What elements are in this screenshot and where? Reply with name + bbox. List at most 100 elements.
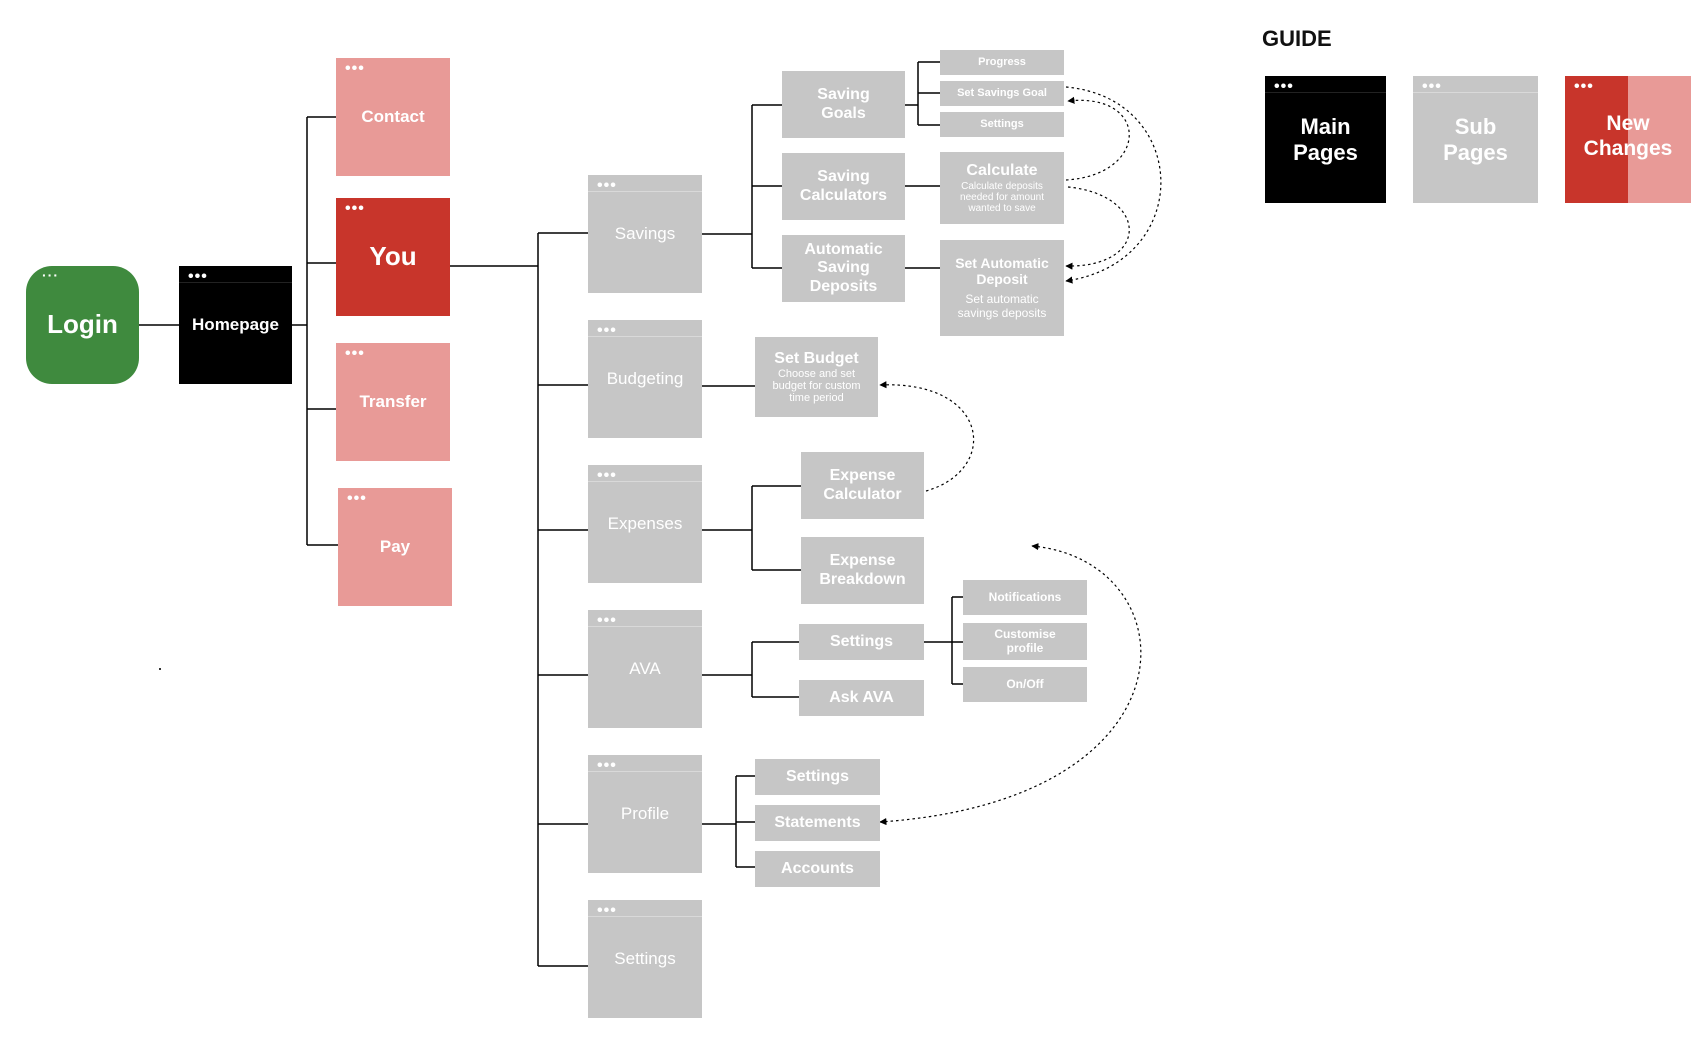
node-label: Settings — [980, 118, 1024, 131]
settings-node[interactable]: ••• Settings — [588, 900, 702, 1018]
window-dots-icon: ••• — [597, 902, 617, 919]
link-expenses-subpages — [702, 485, 801, 571]
node-label: Progress — [978, 56, 1026, 69]
node-label: Set Savings Goal — [957, 87, 1047, 100]
guide-sub-pages: ••• Sub Pages — [1413, 76, 1538, 203]
budgeting-node[interactable]: ••• Budgeting — [588, 320, 702, 438]
node-label: Homepage — [192, 315, 279, 335]
notifications-node[interactable]: Notifications — [963, 580, 1087, 615]
on-off-node[interactable]: On/Off — [963, 667, 1087, 702]
node-label: Login — [47, 309, 118, 340]
ava-node[interactable]: ••• AVA — [588, 610, 702, 728]
you-node[interactable]: ••• You — [336, 198, 450, 316]
node-label: Expense Breakdown — [819, 552, 906, 588]
window-dots-icon: ••• — [597, 177, 617, 194]
window-dots-icon: ••• — [345, 60, 365, 77]
window-dots-icon: ••• — [347, 490, 367, 507]
node-label: Statements — [774, 813, 861, 831]
window-dots-icon: ••• — [597, 612, 617, 629]
node-label: You — [369, 241, 417, 272]
link-ava-subpages — [702, 641, 799, 698]
window-dots-icon: ••• — [188, 268, 208, 285]
link-avasettings-leaves — [924, 596, 963, 685]
node-title: Calculate — [966, 162, 1038, 180]
node-label: Saving Goals — [817, 86, 870, 122]
accounts-node[interactable]: Accounts — [755, 851, 880, 887]
window-header — [179, 266, 292, 283]
node-label: Accounts — [781, 859, 854, 877]
guide-label: Main Pages — [1293, 114, 1358, 165]
node-label: Transfer — [359, 392, 427, 412]
node-label: On/Off — [1006, 676, 1044, 691]
homepage-node[interactable]: ••• Homepage — [179, 266, 292, 384]
node-label: Profile — [620, 804, 670, 824]
window-dots-icon: ••• — [597, 322, 617, 339]
window-header — [588, 755, 702, 772]
calculate-node[interactable]: Calculate Calculate deposits needed for … — [940, 152, 1064, 224]
window-dots-icon: ••• — [1422, 78, 1442, 95]
set-automatic-deposit-node[interactable]: Set Automatic Deposit Set automatic savi… — [940, 240, 1064, 336]
window-dots-icon: ••• — [345, 200, 365, 217]
node-label: Expense Calculator — [823, 467, 902, 503]
contact-node[interactable]: ••• Contact — [336, 58, 450, 176]
guide-label: Sub Pages — [1443, 114, 1508, 165]
stray-dot — [159, 668, 161, 670]
window-dots-icon: ••• — [1574, 78, 1594, 95]
automatic-saving-deposits-node[interactable]: Automatic Saving Deposits — [782, 235, 905, 302]
node-description: Choose and set budget for custom time pe… — [772, 368, 861, 405]
node-label: Budgeting — [606, 369, 684, 389]
window-dots-icon: ••• — [597, 467, 617, 484]
progress-node[interactable]: Progress — [940, 50, 1064, 75]
node-title: Set Budget — [774, 349, 859, 367]
ask-ava-node[interactable]: Ask AVA — [799, 680, 924, 716]
customise-profile-node[interactable]: Customise profile — [963, 623, 1087, 660]
node-label: Savings — [614, 224, 676, 244]
node-label: Contact — [361, 107, 425, 127]
node-label: Expenses — [607, 514, 683, 534]
dashed-goal-to-deposit — [1065, 86, 1162, 284]
saving-goals-node[interactable]: Saving Goals — [782, 71, 905, 138]
node-label: AVA — [629, 659, 661, 679]
window-header — [588, 320, 702, 337]
node-label: Settings — [614, 949, 676, 969]
node-label: Ask AVA — [829, 688, 894, 706]
dashed-calculate-to-goal — [1065, 96, 1130, 181]
window-dots-icon: ••• — [597, 757, 617, 774]
node-label: Saving Calculators — [799, 168, 888, 204]
expense-breakdown-node[interactable]: Expense Breakdown — [801, 537, 924, 604]
profile-settings-node[interactable]: Settings — [755, 759, 880, 795]
ava-settings-node[interactable]: Settings — [799, 624, 924, 660]
window-header — [588, 465, 702, 482]
login-node[interactable]: ··· Login — [26, 266, 139, 384]
savings-node[interactable]: ••• Savings — [588, 175, 702, 293]
pay-node[interactable]: ••• Pay — [338, 488, 452, 606]
window-header — [588, 610, 702, 627]
expense-calculator-node[interactable]: Expense Calculator — [801, 452, 924, 519]
expenses-node[interactable]: ••• Expenses — [588, 465, 702, 583]
transfer-node[interactable]: ••• Transfer — [336, 343, 450, 461]
link-you-sections — [450, 232, 588, 967]
window-header — [1413, 76, 1538, 93]
window-dots-icon: ··· — [42, 267, 59, 283]
node-label: Pay — [379, 537, 411, 557]
saving-calculators-node[interactable]: Saving Calculators — [782, 153, 905, 220]
window-header — [588, 175, 702, 192]
profile-node[interactable]: ••• Profile — [588, 755, 702, 873]
guide-label: New Changes — [1583, 112, 1673, 160]
window-dots-icon: ••• — [345, 345, 365, 362]
link-profile-subpages — [702, 775, 755, 868]
set-budget-node[interactable]: Set Budget Choose and set budget for cus… — [755, 337, 878, 417]
node-description: Set automatic savings deposits — [957, 292, 1047, 321]
statements-node[interactable]: Statements — [755, 805, 880, 841]
node-label: Settings — [785, 767, 850, 785]
goal-settings-node[interactable]: Settings — [940, 112, 1064, 137]
node-label: Notifications — [988, 589, 1062, 604]
window-header — [588, 900, 702, 917]
link-savings-subpages — [702, 104, 782, 269]
guide-new-changes: ••• New Changes — [1565, 76, 1691, 203]
window-dots-icon: ••• — [1274, 78, 1294, 95]
set-savings-goal-node[interactable]: Set Savings Goal — [940, 81, 1064, 106]
node-label: Customise profile — [994, 626, 1056, 655]
node-label: Automatic Saving Deposits — [804, 240, 883, 295]
